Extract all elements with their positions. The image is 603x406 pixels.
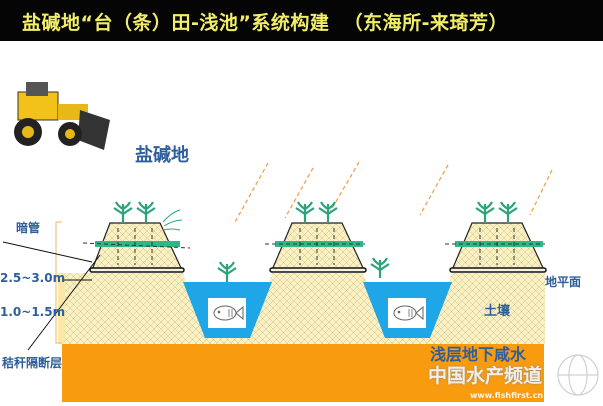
groundwater-layer [62, 344, 544, 402]
watermark-url: www.fishfirst.cn [470, 391, 544, 400]
saline-land-label: 盐碱地 [135, 145, 189, 166]
crop-plant-icons [112, 200, 519, 231]
fish-icon [387, 297, 427, 329]
title-bar: 盐碱地“台（条）田-浅池”系统构建 （东海所-来琦芳） [0, 0, 603, 41]
soil-layer [65, 273, 545, 344]
fish-icon [207, 297, 247, 329]
irrigation-bars [82, 228, 545, 265]
drain-pipe-label: 暗管 [16, 221, 41, 235]
wheel-loader-icon [14, 82, 110, 150]
watermark-globe-icon [557, 354, 599, 396]
groundwater-label: 浅层地下咸水 [430, 345, 527, 364]
pond-plant-icon [369, 256, 391, 280]
drain-pipes [89, 267, 547, 273]
ground-level-label: 地平面 [545, 275, 582, 289]
depth-lower-label: 1.0~1.5m [0, 305, 66, 319]
depth-bracket [55, 221, 62, 344]
rain-lines [234, 161, 553, 223]
depth-upper-label: 2.5~3.0m [0, 271, 66, 285]
watermark-text: 中国水产频道 [428, 365, 543, 387]
page-title: 盐碱地“台（条）田-浅池”系统构建 （东海所-来琦芳） [22, 12, 508, 34]
leader-lines [2, 241, 101, 351]
straw-barrier-label: 秸秆隔断层 [2, 356, 63, 370]
soil-label: 土壤 [484, 304, 511, 319]
pond-plant-icon [216, 260, 238, 284]
